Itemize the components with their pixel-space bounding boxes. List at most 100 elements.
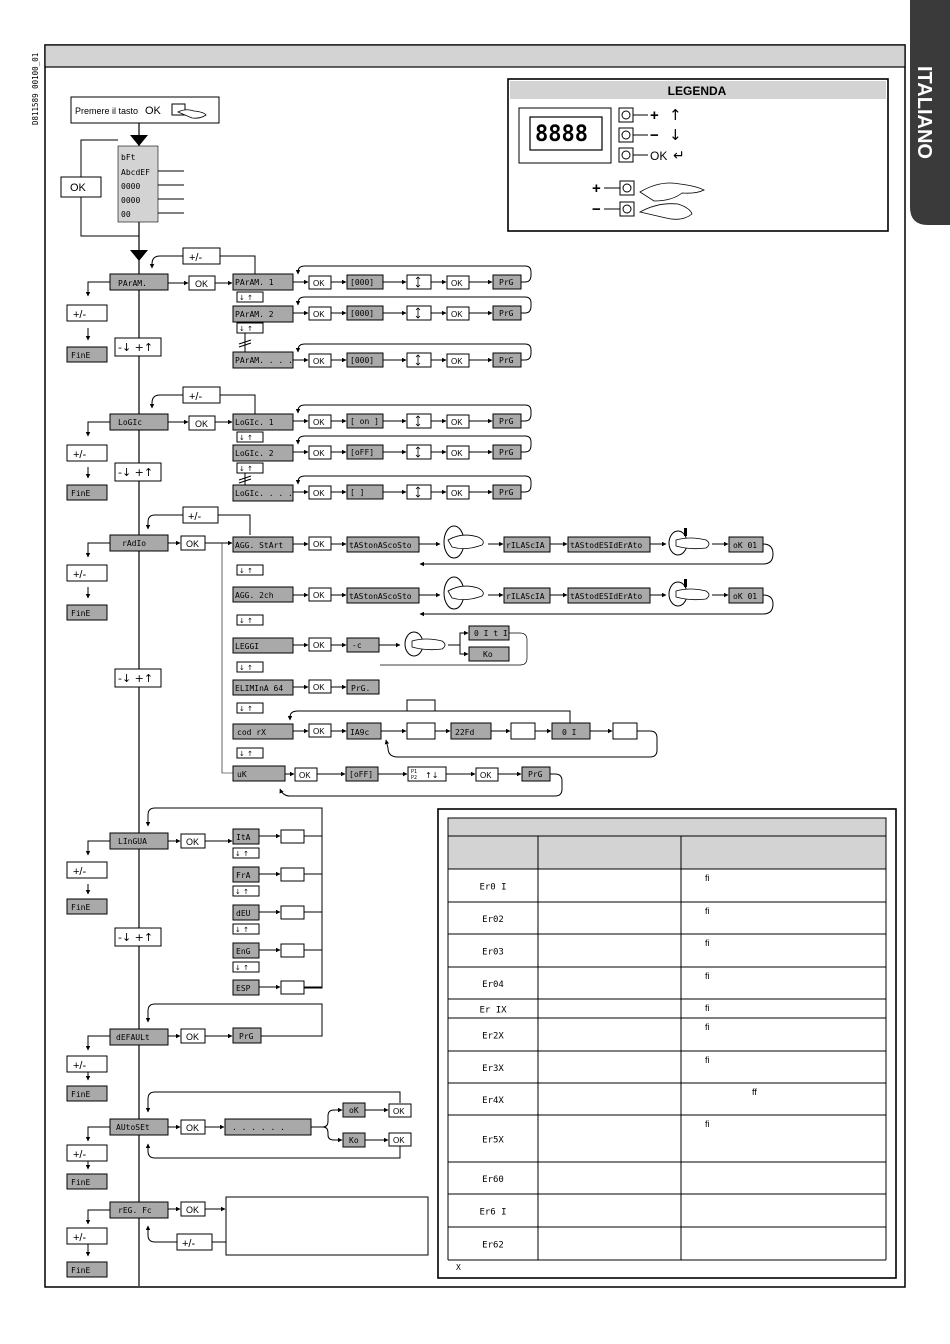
lingua-updown[interactable] xyxy=(114,927,162,947)
start-box xyxy=(70,96,220,124)
lingua-section: LInGUA OK +/- FinE -↓ +↑ ItA↓ ↑FrA↓ ↑dEU… xyxy=(66,807,323,996)
param-chain-1-ok2: OK xyxy=(451,279,463,288)
logic-left-plusminus[interactable] xyxy=(66,444,108,462)
logic-ok[interactable] xyxy=(188,415,216,431)
lingua-ud-2[interactable] xyxy=(232,923,260,935)
regfc-section: rEG. Fc OK +/- +/- FinE xyxy=(66,1196,429,1278)
logic-ud-small-1[interactable] xyxy=(236,431,264,443)
logic-chain-2-ok2: OK xyxy=(451,449,463,458)
param-fine[interactable] xyxy=(66,346,108,363)
error-code-7: Er4X xyxy=(482,1096,504,1106)
autoset-fine[interactable] xyxy=(66,1173,108,1190)
radio-ud-4[interactable] xyxy=(236,702,264,714)
add-2ch-step1-label: tAStonAScoSto xyxy=(349,592,412,601)
codrx-top-box xyxy=(406,699,436,712)
autoset-ok-result-label: oK xyxy=(349,1106,359,1115)
side-tab xyxy=(910,0,950,225)
radio-ud-5[interactable] xyxy=(236,747,264,759)
lingua-item-2-label: dEU xyxy=(236,909,251,918)
logic-row-2[interactable] xyxy=(232,444,294,462)
legend-button-plus-2 xyxy=(619,180,635,196)
param-chain-2-ok: OK xyxy=(313,310,325,319)
logic-row-1-label: LoGIc. 1 xyxy=(235,418,274,427)
param-chain-2-prg-label: PrG xyxy=(499,309,514,318)
radio-fine[interactable] xyxy=(66,604,108,621)
param-row-3-label: PArAM. . . . xyxy=(235,356,293,365)
legend-item-2-sym: − xyxy=(650,127,659,144)
logic-row-3[interactable] xyxy=(232,484,294,502)
param-ud-small-1[interactable] xyxy=(236,291,264,303)
radio-row-leggi-label: LEGGI xyxy=(235,642,259,651)
radio-row-elimina-label: ELIMInA 64 xyxy=(235,684,283,693)
radio-row-wk-label: uK xyxy=(237,770,247,779)
radio-updown[interactable] xyxy=(114,668,162,688)
error-table-frame xyxy=(437,808,897,1279)
display-line-4: 0000 xyxy=(121,196,140,205)
add-start-ok: OK xyxy=(313,540,325,549)
regfc-plusminus-label: +/- xyxy=(182,1238,195,1250)
legend-title: LEGENDA xyxy=(668,84,727,98)
logic-fine-label: FinE xyxy=(71,489,90,498)
regfc-left-plusminus[interactable] xyxy=(66,1227,108,1245)
radio-row-codrx-label: cod rX xyxy=(237,728,266,737)
logic-fine[interactable] xyxy=(66,484,108,501)
default-fine[interactable] xyxy=(66,1085,108,1102)
lingua-ud-0[interactable] xyxy=(232,847,260,859)
lingua-ud-0-label: ↓ ↑ xyxy=(235,850,249,858)
header-bar xyxy=(44,44,906,68)
radio-ud-3[interactable] xyxy=(236,661,264,673)
autoset-progress-label: . . . . . . xyxy=(232,1123,285,1132)
param-ud-small-2[interactable] xyxy=(236,322,264,334)
radio-ud-2[interactable] xyxy=(236,614,264,626)
svg-text:P2: P2 xyxy=(411,775,417,781)
error-mark-6: fi xyxy=(705,1055,710,1065)
regfc-left-pm-label: +/- xyxy=(73,1232,86,1244)
radio-add-2ch-chain: OK tAStonAScoSto rILAScIA tAStodESIdErAt… xyxy=(293,576,774,617)
default-left-plusminus[interactable] xyxy=(66,1055,108,1073)
legend-button-ok xyxy=(618,147,634,163)
param-chain-3-ok2: OK xyxy=(451,357,463,366)
logic-plusminus-label: +/- xyxy=(189,391,202,403)
lingua-ud-3[interactable] xyxy=(232,961,260,973)
regfc-fine[interactable] xyxy=(66,1261,108,1278)
logic-row-1[interactable] xyxy=(232,413,294,431)
param-row-2[interactable] xyxy=(232,305,294,323)
param-updown[interactable] xyxy=(114,337,162,357)
radio-add-start-chain: OK tAStonAScoSto rILAScIA tAStodESIdErAt… xyxy=(293,525,774,567)
radio-updown-label: -↓ +↑ xyxy=(118,672,153,685)
radio-left-plusminus[interactable] xyxy=(66,564,108,582)
leggi-ok: OK xyxy=(313,641,325,650)
side-tab-label: ITALIANO xyxy=(913,66,935,159)
lingua-ud-2-label: ↓ ↑ xyxy=(235,926,249,934)
remote-hand-icon-3 xyxy=(443,576,484,610)
param-row-1-label: PArAM. 1 xyxy=(235,278,274,287)
logic-updown[interactable] xyxy=(114,462,162,482)
hand-press-icon xyxy=(171,103,207,119)
menu-default[interactable] xyxy=(109,1028,169,1046)
legend-item-3-arrow: ↵ xyxy=(673,148,685,164)
logic-ud-small-2[interactable] xyxy=(236,462,264,474)
autoset-fine-label: FinE xyxy=(71,1178,90,1187)
error-code-10: Er6 I xyxy=(479,1208,506,1218)
param-ud-small-2-label: ↓ ↑ xyxy=(239,325,253,333)
radio-ud-1[interactable] xyxy=(236,564,264,576)
logic-updown-label: -↓ +↑ xyxy=(118,466,153,479)
logic-chain-3-step-icon xyxy=(406,484,432,500)
lingua-fine[interactable] xyxy=(66,898,108,915)
param-left-pm-label: +/- xyxy=(73,309,86,321)
lingua-left-plusminus[interactable] xyxy=(66,861,108,879)
radio-ud-1-label: ↓ ↑ xyxy=(239,567,253,575)
param-left-plusminus[interactable] xyxy=(66,304,108,322)
legend-bottom-plus: + xyxy=(592,180,601,197)
codrx-val-3-label: 0 I xyxy=(562,728,577,737)
lingua-ud-1[interactable] xyxy=(232,885,260,897)
autoset-left-plusminus[interactable] xyxy=(66,1144,108,1162)
legend-item-1-arrow: ↑ xyxy=(669,106,682,124)
radio-ok-label: OK xyxy=(186,539,199,549)
default-ok-label: OK xyxy=(186,1032,199,1042)
error-mark-0: fi xyxy=(705,873,710,883)
default-prg-label: PrG xyxy=(239,1032,254,1041)
ok-loop-label: OK xyxy=(70,182,87,194)
radio-ud-3-label: ↓ ↑ xyxy=(239,664,253,672)
legend-header xyxy=(510,81,886,99)
